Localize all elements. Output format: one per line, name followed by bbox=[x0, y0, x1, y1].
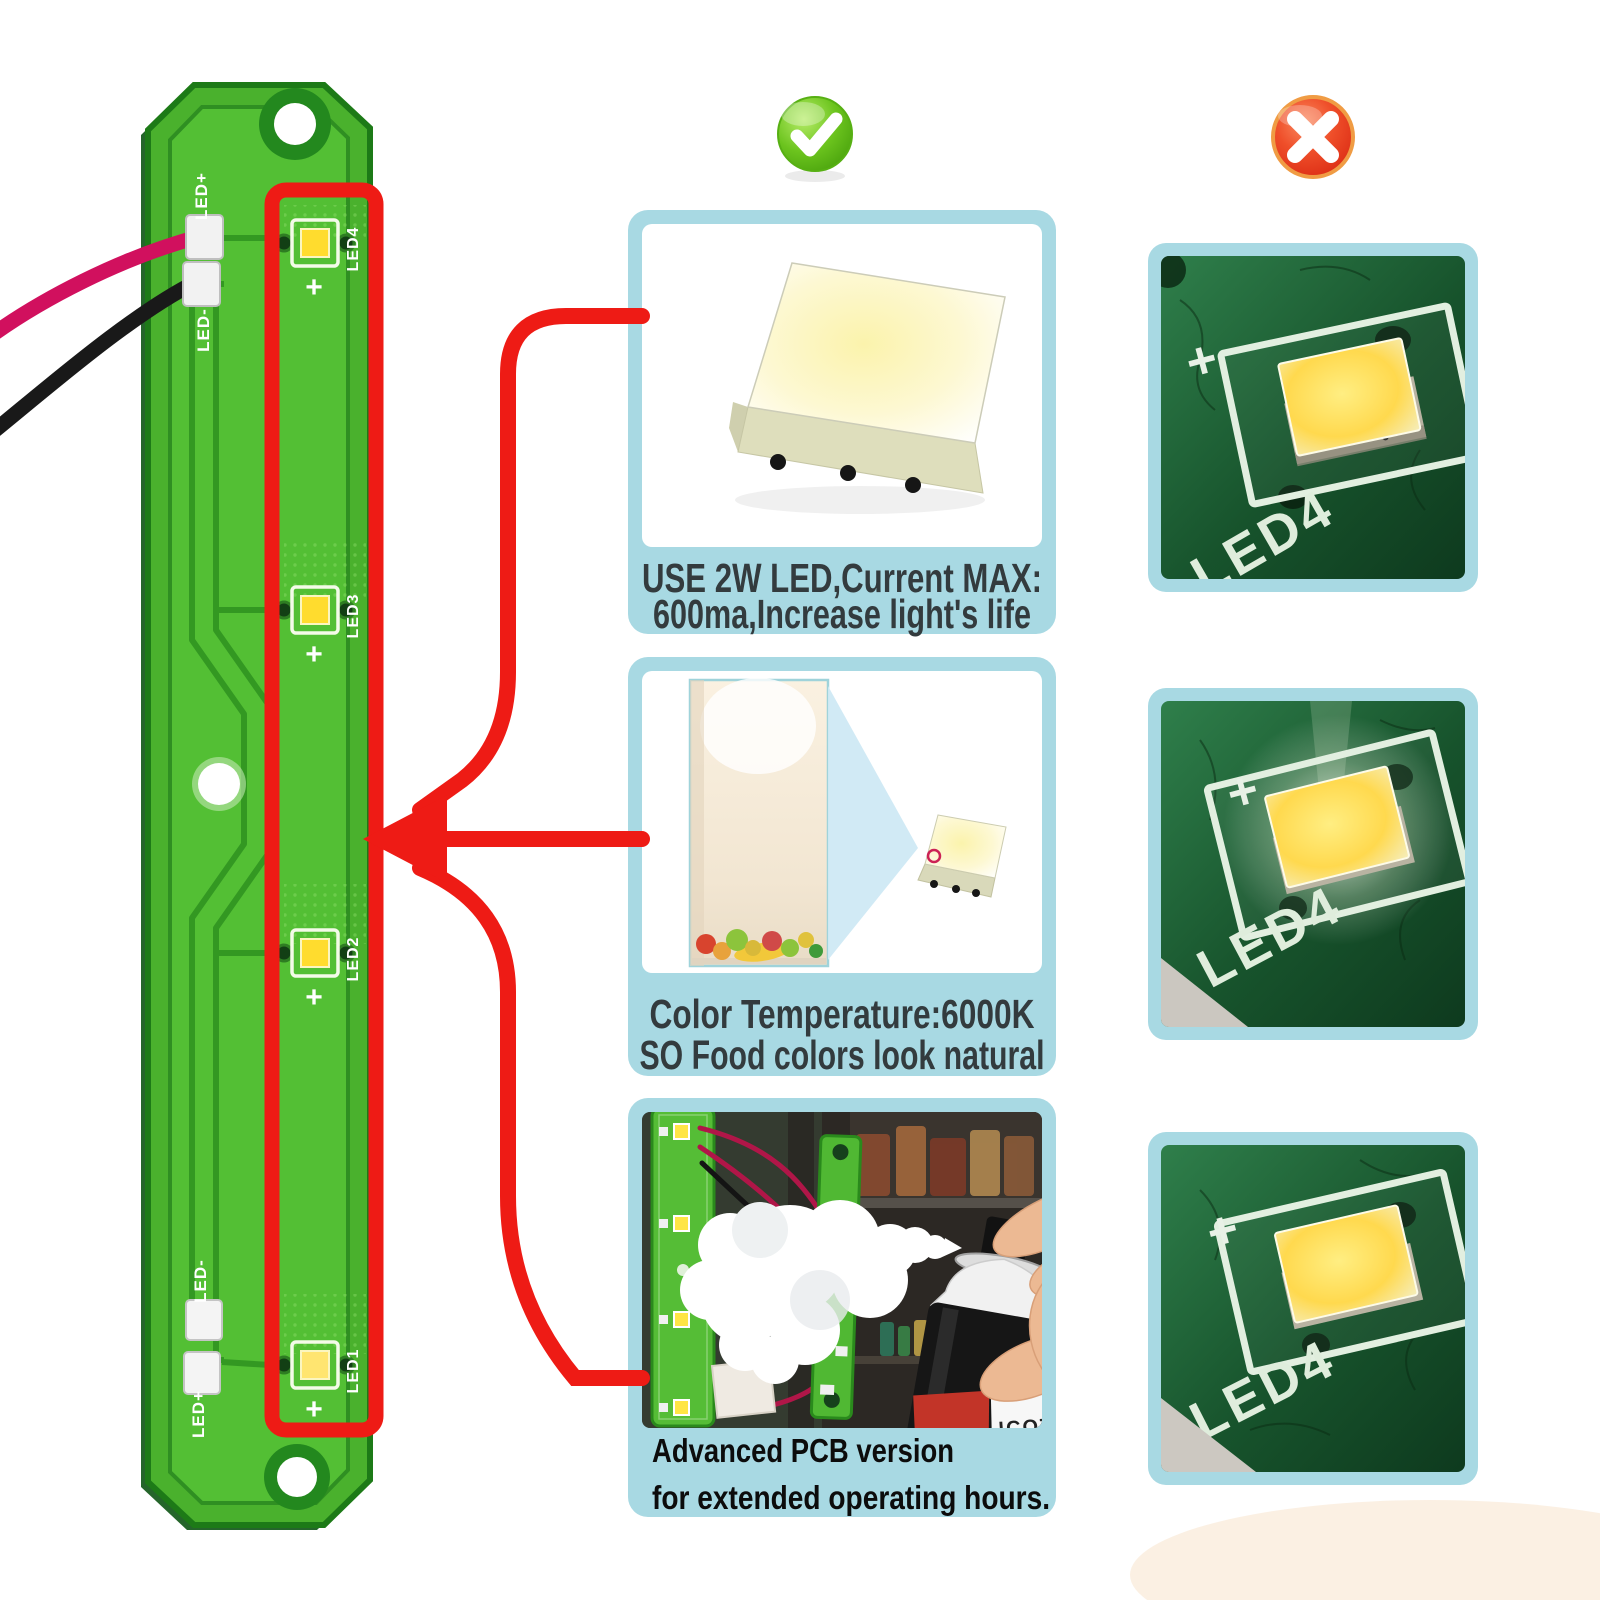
hand bbox=[979, 1186, 1042, 1402]
bad-led-chip bbox=[1217, 302, 1465, 508]
wire-positive bbox=[0, 229, 206, 339]
led-label: LED4 bbox=[345, 227, 362, 272]
feature-panel-color-temp: Color Temperature:6000K SO Food colors l… bbox=[628, 657, 1056, 1078]
bad-led-chip bbox=[1213, 1168, 1465, 1376]
pcb-crack-lines bbox=[1179, 265, 1426, 511]
led-label: LED2 bbox=[345, 937, 362, 982]
bad-example-panel-1: + LED4 bbox=[1148, 243, 1478, 592]
led-module-led3: + LED3 bbox=[274, 585, 362, 671]
led-polarity-mark: + bbox=[305, 271, 323, 304]
led-chip-illustration bbox=[729, 262, 1006, 514]
pcb-label-led-minus-top: LED- bbox=[194, 308, 213, 352]
fridge-shelf-jars bbox=[856, 1126, 1034, 1196]
photo-pcb-strip-left bbox=[650, 1112, 716, 1428]
bad-example-panel-2: + LED4 bbox=[1148, 688, 1478, 1040]
caption-line2: SO Food colors look natural bbox=[640, 1032, 1045, 1078]
spray-can-label-text: ICOTE bbox=[998, 1414, 1070, 1441]
caption-line1: USE 2W LED,Current MAX: bbox=[642, 555, 1042, 601]
bad-led-chip bbox=[1203, 729, 1465, 941]
pcb-mount-hole-bottom bbox=[264, 1444, 330, 1510]
caption-line1: Advanced PCB version bbox=[652, 1432, 954, 1469]
pcb-board: LED+ LED- LED- LED+ + LED4 + LED3 + LE bbox=[0, 82, 384, 1530]
pcb-solder-pads-top bbox=[182, 214, 224, 307]
feature-panel-pcb-version: ICOTE Advanced PCB version for extended … bbox=[628, 1098, 1070, 1517]
led-module-led1: + LED1 bbox=[274, 1340, 362, 1426]
fridge-illustration bbox=[688, 678, 1007, 968]
pcb-center-hole bbox=[192, 757, 246, 811]
pcb-label-led-plus-top: LED+ bbox=[192, 172, 211, 220]
caption-line1: Color Temperature:6000K bbox=[650, 991, 1035, 1037]
feature-panel-led-spec: USE 2W LED,Current MAX: 600ma,Increase l… bbox=[628, 210, 1056, 637]
led-label: LED3 bbox=[345, 594, 362, 639]
led-polarity-mark: + bbox=[305, 981, 323, 1014]
connector-top bbox=[412, 308, 650, 818]
caption-line2: 600ma,Increase light's life bbox=[653, 591, 1031, 637]
connector-bottom bbox=[412, 860, 650, 1386]
arrow-icon bbox=[363, 795, 447, 883]
led-module-led2: + LED2 bbox=[274, 928, 362, 1014]
background-glow bbox=[1130, 1500, 1600, 1600]
caption-line2: for extended operating hours. bbox=[652, 1479, 1050, 1516]
check-icon bbox=[777, 96, 853, 182]
pcb-board-edge bbox=[1161, 958, 1248, 1027]
pcb-label-led-plus-bottom: LED+ bbox=[189, 1390, 208, 1438]
bad-example-panel-3: + LED4 bbox=[1148, 1132, 1478, 1485]
smoke-cloud bbox=[680, 1200, 962, 1384]
led-polarity-mark: + bbox=[305, 1393, 323, 1426]
led-polarity-mark: + bbox=[305, 638, 323, 671]
highlight-rectangle bbox=[264, 182, 384, 1438]
pcb-solder-pads-bottom bbox=[183, 1299, 223, 1395]
led-label: LED1 bbox=[345, 1349, 362, 1394]
pcb-mount-hole-top bbox=[259, 88, 331, 160]
spray-photo: ICOTE bbox=[642, 1112, 1070, 1441]
cross-icon bbox=[1271, 95, 1355, 179]
fruit-cluster bbox=[696, 929, 823, 962]
pcb-label-led-minus-bottom: LED- bbox=[191, 1259, 210, 1303]
pcb-board-edge bbox=[1161, 1398, 1256, 1472]
led-module-led4: + LED4 bbox=[274, 218, 362, 304]
small-led-chip bbox=[917, 814, 1007, 898]
light-beam bbox=[828, 686, 918, 960]
wire-negative bbox=[0, 274, 204, 436]
